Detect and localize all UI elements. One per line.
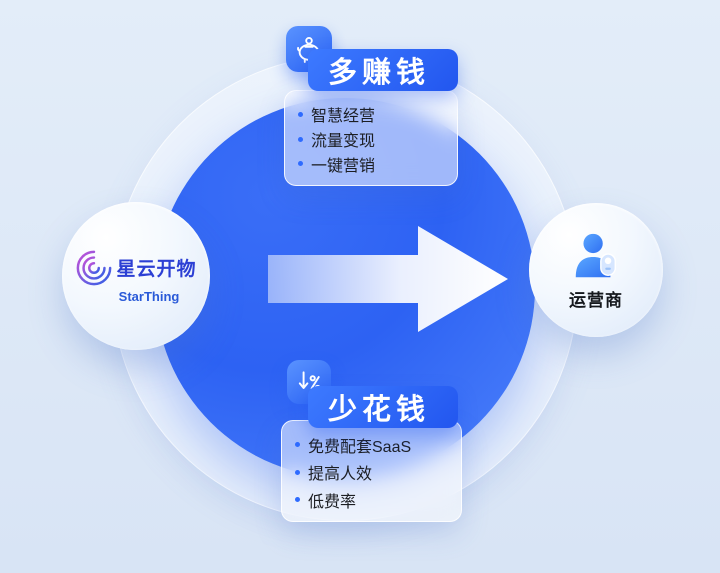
bullet-dot [295, 497, 300, 502]
brand-node: 星云开物 StarThing [62, 202, 210, 350]
save-item: 低费率 [295, 487, 448, 512]
earn-card-body: 智慧经营 流量变现 一键营销 [284, 90, 458, 186]
save-item-label: 低费率 [308, 493, 357, 511]
earn-title-pill: 多赚钱 [308, 49, 458, 91]
flow-arrow-icon [268, 226, 508, 332]
bullet-dot [298, 161, 303, 167]
earn-item-label: 流量变现 [311, 133, 376, 150]
person-icon [575, 233, 617, 278]
operator-node: 运营商 [529, 203, 663, 337]
bullet-dot [295, 469, 300, 475]
earn-item-label: 智慧经营 [311, 108, 376, 126]
operator-label: 运营商 [569, 291, 623, 310]
save-title: 少花钱 [328, 394, 431, 426]
save-item-label: 免费配套SaaS [308, 438, 412, 456]
save-card-body: 免费配套SaaS 提高人效 低费率 [281, 420, 462, 522]
bullet-dot [295, 442, 300, 447]
swirl-logo-icon [77, 250, 112, 285]
earn-item: 智慧经营 [298, 102, 444, 127]
earn-item-label: 一键营销 [311, 157, 376, 175]
brand-text-block: 星云开物 [116, 254, 196, 281]
save-item: 提高人效 [295, 460, 448, 485]
bullet-dot [298, 136, 303, 142]
save-item: 免费配套SaaS [295, 432, 448, 457]
bullet-dot [298, 111, 303, 117]
brand-logo: 星云开物 [75, 249, 196, 287]
earn-item: 一键营销 [298, 151, 444, 176]
brand-name: 星云开物 [116, 259, 197, 280]
save-item-label: 提高人效 [308, 466, 373, 483]
earn-title: 多赚钱 [328, 57, 431, 89]
save-title-pill: 少花钱 [308, 386, 458, 428]
brand-name-en: StarThing [118, 288, 180, 304]
earn-item: 流量变现 [298, 127, 444, 152]
